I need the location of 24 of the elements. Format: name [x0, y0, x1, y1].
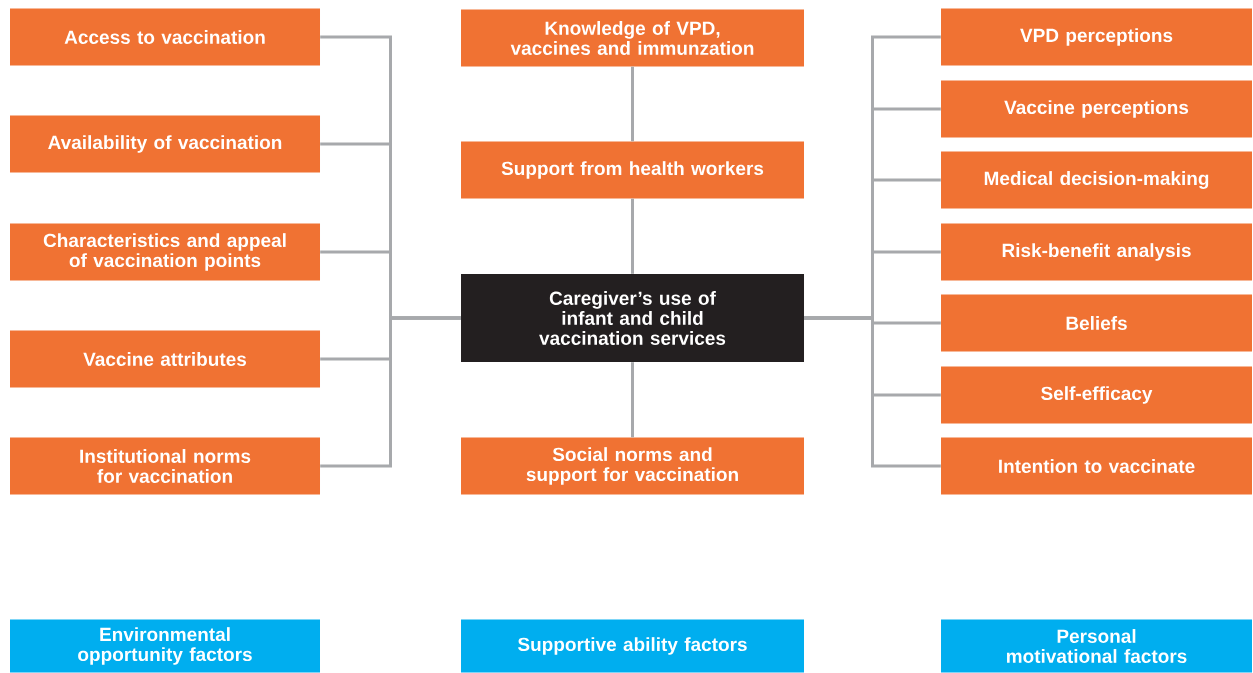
factor-box: Self-efficacy — [941, 366, 1252, 424]
factor-box: Access to vaccination — [10, 8, 320, 66]
factor-box: Risk-benefit analysis — [941, 223, 1252, 281]
connector-line — [804, 316, 941, 468]
factor-box: Availability of vaccination — [10, 115, 320, 173]
factor-box: Characteristics and appeal of vaccination points — [10, 223, 320, 281]
factor-box: Knowledge of VPD, vaccines and immunzation — [461, 9, 804, 67]
factor-box: Vaccine attributes — [10, 330, 320, 388]
central-box: Caregiver’s use of infant and child vaccination services — [461, 274, 804, 362]
factor-box: Intention to vaccinate — [941, 437, 1252, 495]
factor-box: Medical decision-making — [941, 151, 1252, 209]
factor-box: Institutional norms for vaccination — [10, 437, 320, 495]
category-box: Personal motivational factors — [941, 619, 1252, 673]
factor-box: Support from health workers — [461, 141, 804, 199]
factor-box: VPD perceptions — [941, 8, 1252, 66]
factor-box: Vaccine perceptions — [941, 80, 1252, 138]
factor-box: Beliefs — [941, 294, 1252, 352]
category-box: Environmental opportunity factors — [10, 619, 320, 673]
connector-line — [631, 362, 634, 438]
category-box: Supportive ability factors — [461, 619, 804, 673]
connector-line — [631, 66, 634, 142]
connector-line — [631, 198, 634, 274]
factor-box: Social norms and support for vaccination — [461, 437, 804, 495]
connector-line — [320, 316, 461, 468]
